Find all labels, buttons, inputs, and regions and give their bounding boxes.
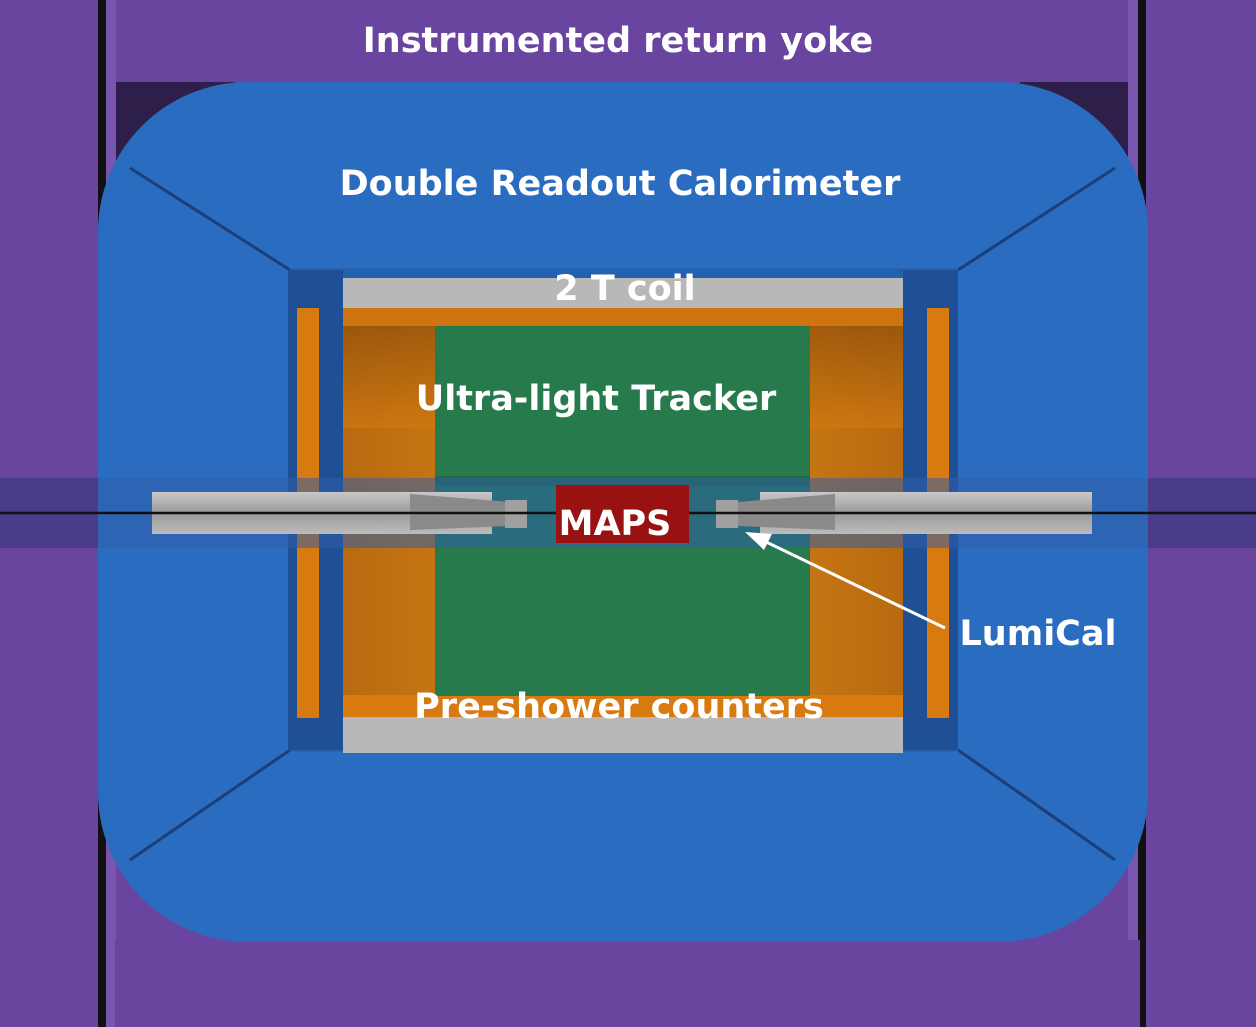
coil-top-orange xyxy=(343,308,903,326)
tracker-label: Ultra-light Tracker xyxy=(416,379,777,419)
coil-bar-top xyxy=(343,278,903,310)
calo-facet-line-br xyxy=(957,748,1116,862)
calo-facet-line-bl xyxy=(129,748,291,862)
calo-facet-line-tr xyxy=(957,166,1116,272)
calorimeter-label: Double Readout Calorimeter xyxy=(340,164,902,204)
maps-box xyxy=(556,485,689,543)
coil-label: 2 T coil xyxy=(554,269,695,309)
preshower-bottom-orange xyxy=(343,695,903,717)
yoke-label: Instrumented return yoke xyxy=(363,21,873,61)
lumical-arrow-line xyxy=(761,538,946,630)
maps-label: MAPS xyxy=(559,504,672,544)
yoke-lower-band xyxy=(115,940,1140,1027)
lumical-label: LumiCal xyxy=(960,614,1117,654)
calo-facet-line-tl xyxy=(129,166,291,272)
coil-bar-bottom xyxy=(343,715,903,753)
lumical-arrow-head xyxy=(745,532,772,550)
preshower-label: Pre-shower counters xyxy=(414,687,824,727)
